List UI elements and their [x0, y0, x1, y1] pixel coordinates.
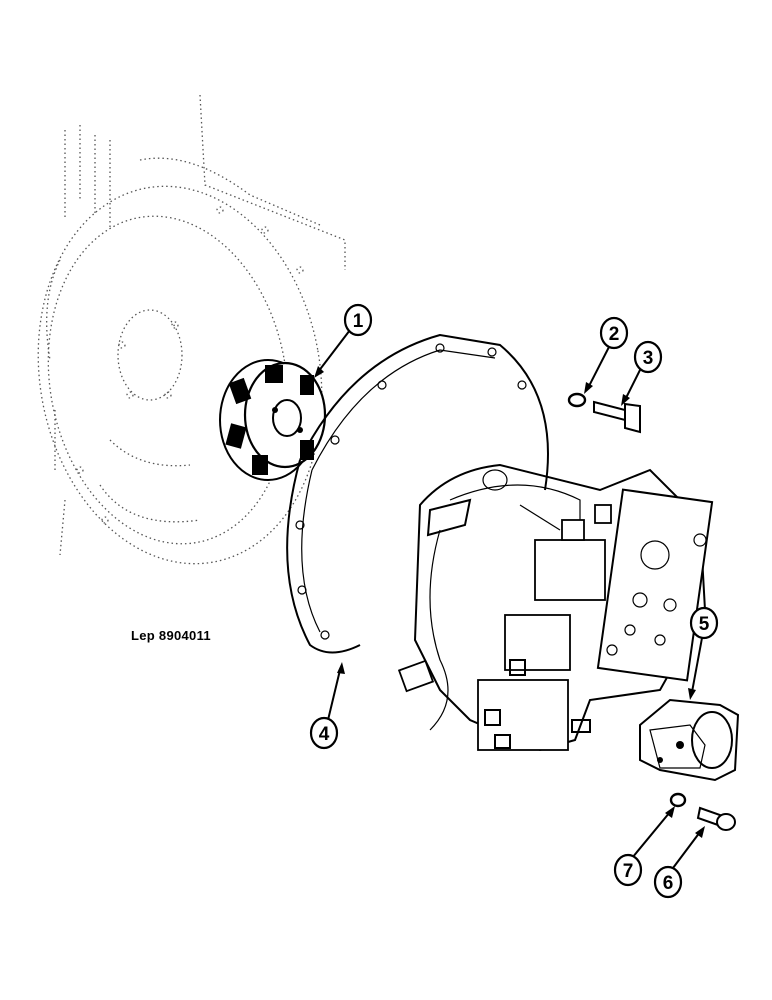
callout-3: 3: [633, 340, 663, 374]
callout-4: 4: [309, 716, 339, 750]
callout-6: 6: [653, 865, 683, 899]
hydraulic-pump-assembly: [397, 463, 714, 752]
callout-3-label: 3: [643, 348, 654, 369]
flexible-coupling: [219, 359, 327, 481]
callout-1: 1: [343, 303, 373, 337]
callout-7: 7: [613, 853, 643, 887]
washer-part-7: [669, 792, 687, 808]
gear-pump-part-5: [639, 698, 740, 782]
bolt-part-3: [593, 400, 641, 434]
callout-6-label: 6: [663, 873, 674, 894]
callout-2: 2: [599, 316, 629, 350]
bell-housing: [286, 333, 549, 654]
callout-7-label: 7: [623, 861, 634, 882]
engine-phantom-outline: [37, 94, 346, 565]
callout-5-label: 5: [699, 614, 710, 635]
washer-part-2: [567, 392, 587, 408]
callout-5: 5: [689, 606, 719, 640]
leader-lines: [314, 329, 705, 873]
bolt-part-6: [696, 806, 736, 831]
callout-4-label: 4: [319, 724, 330, 745]
callout-2-label: 2: [609, 324, 620, 345]
callout-1-label: 1: [353, 311, 364, 332]
reference-number: Lep 8904011: [131, 628, 211, 643]
